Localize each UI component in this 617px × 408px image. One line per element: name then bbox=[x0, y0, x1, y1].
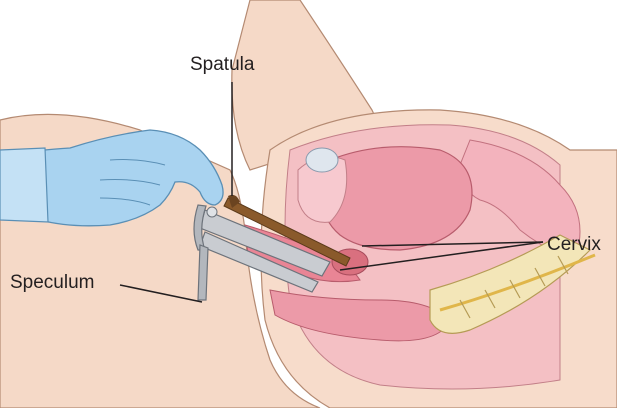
speculum-label: Speculum bbox=[10, 272, 95, 294]
spatula-label: Spatula bbox=[190, 54, 254, 76]
ovary bbox=[306, 148, 338, 172]
glove-cuff bbox=[0, 148, 48, 222]
cervix-label: Cervix bbox=[547, 234, 601, 256]
